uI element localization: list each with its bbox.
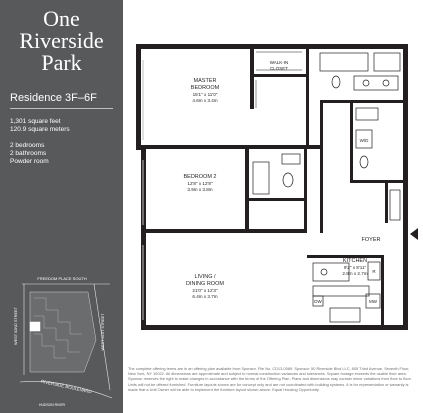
kitchen-dim-ft: 9'2" x 8'11" <box>344 265 367 270</box>
brand-logo-line-1: One <box>43 6 80 31</box>
sidebar: One Riverside Park Residence 3F–6F 1,301… <box>0 0 123 413</box>
coat-closet <box>389 189 401 221</box>
bedroom-count: 2 bedrooms <box>10 142 45 149</box>
living-dining-label-1: LIVING / <box>194 274 216 280</box>
bedroom-2-dim-ft: 12'8" x 12'8" <box>187 181 213 186</box>
master-bedroom-label-2: BEDROOM <box>191 85 220 91</box>
dishwasher <box>312 295 324 307</box>
shower <box>373 52 401 72</box>
vanity <box>353 75 399 91</box>
bath-2-fixtures <box>252 153 301 195</box>
powder-toilet <box>359 155 369 169</box>
bath-2-shower <box>252 161 270 195</box>
master-bedroom-dim-ft: 15'1" x 11'0" <box>193 92 218 97</box>
bedroom-2-label: BEDROOM 2 <box>183 174 216 180</box>
master-bath-fixtures <box>319 52 401 91</box>
river-label: HUDSON RIVER <box>39 403 66 407</box>
walk-in-closet-label-1: WALK-IN <box>270 60 289 65</box>
bathroom-count: 2 bathrooms <box>10 150 47 157</box>
walls <box>136 44 408 330</box>
living-dining-dim-m: 6.4m x 3.7m <box>192 294 217 299</box>
kitchen-fixtures <box>312 261 381 323</box>
range <box>329 307 361 323</box>
closet-shelving <box>255 51 302 108</box>
washer-dryer-label: W/D <box>360 138 369 143</box>
street-label-top: FREEDOM PLACE SOUTH <box>37 276 86 281</box>
area-square-feet: 1,301 square feet <box>10 118 61 125</box>
microwave-label: MW <box>369 299 378 304</box>
street-label-bottom: RIVERSIDE BOULEVARD <box>41 379 93 395</box>
living-dining-label-2: DINING ROOM <box>186 281 224 287</box>
refrigerator-label: R <box>372 269 376 274</box>
street-label-left: WEST 62ND STREET <box>14 306 18 344</box>
building-block <box>29 291 97 373</box>
powder-room: Powder room <box>10 158 49 165</box>
walk-in-closet-label-2: CLOSET <box>270 66 288 71</box>
living-dining-dim-ft: 21'0" x 12'3" <box>192 288 218 293</box>
bedroom-2-dim-m: 3.9m x 3.8m <box>187 187 212 192</box>
entry-arrow-icon <box>410 228 418 240</box>
washer-dryer-box <box>355 129 373 149</box>
master-bedroom-dim-m: 4.6m x 3.4m <box>192 98 217 103</box>
kitchen-dim-m: 2.8m x 2.7m <box>342 271 367 276</box>
area-square-meters: 120.9 square meters <box>10 126 70 133</box>
toilet <box>331 75 341 89</box>
bath-2-toilet <box>282 172 294 188</box>
brand-logo-line-3: Park <box>41 50 82 75</box>
legal-disclaimer: The complete offering terms are in an of… <box>128 366 412 392</box>
residence-highlight <box>29 321 41 332</box>
kitchen-counter <box>312 285 370 297</box>
linen-closet <box>355 107 379 121</box>
residence-title: Residence 3F–6F <box>10 92 97 104</box>
refrigerator <box>367 261 381 281</box>
kitchen-island <box>312 262 350 282</box>
master-bedroom-label-1: MASTER <box>194 78 217 84</box>
bath-2-sink <box>281 153 301 165</box>
microwave <box>365 293 381 309</box>
bathtub <box>319 52 369 72</box>
foyer-label: FOYER <box>362 237 381 243</box>
dishwasher-label: DW <box>314 299 322 304</box>
floor-plan: MASTER BEDROOM 15'1" x 11'0" 4.6m x 3.4m… <box>136 44 418 330</box>
street-label-right: WEST 61ST STREET <box>101 313 105 351</box>
site-key-map: FREEDOM PLACE SOUTH WEST 62ND STREET WES… <box>14 276 113 407</box>
kitchen-label: KITCHEN <box>343 258 367 264</box>
title-divider <box>10 108 113 109</box>
powder-room-fixtures <box>355 107 401 221</box>
brand-logo-line-2: Riverside <box>19 28 104 53</box>
